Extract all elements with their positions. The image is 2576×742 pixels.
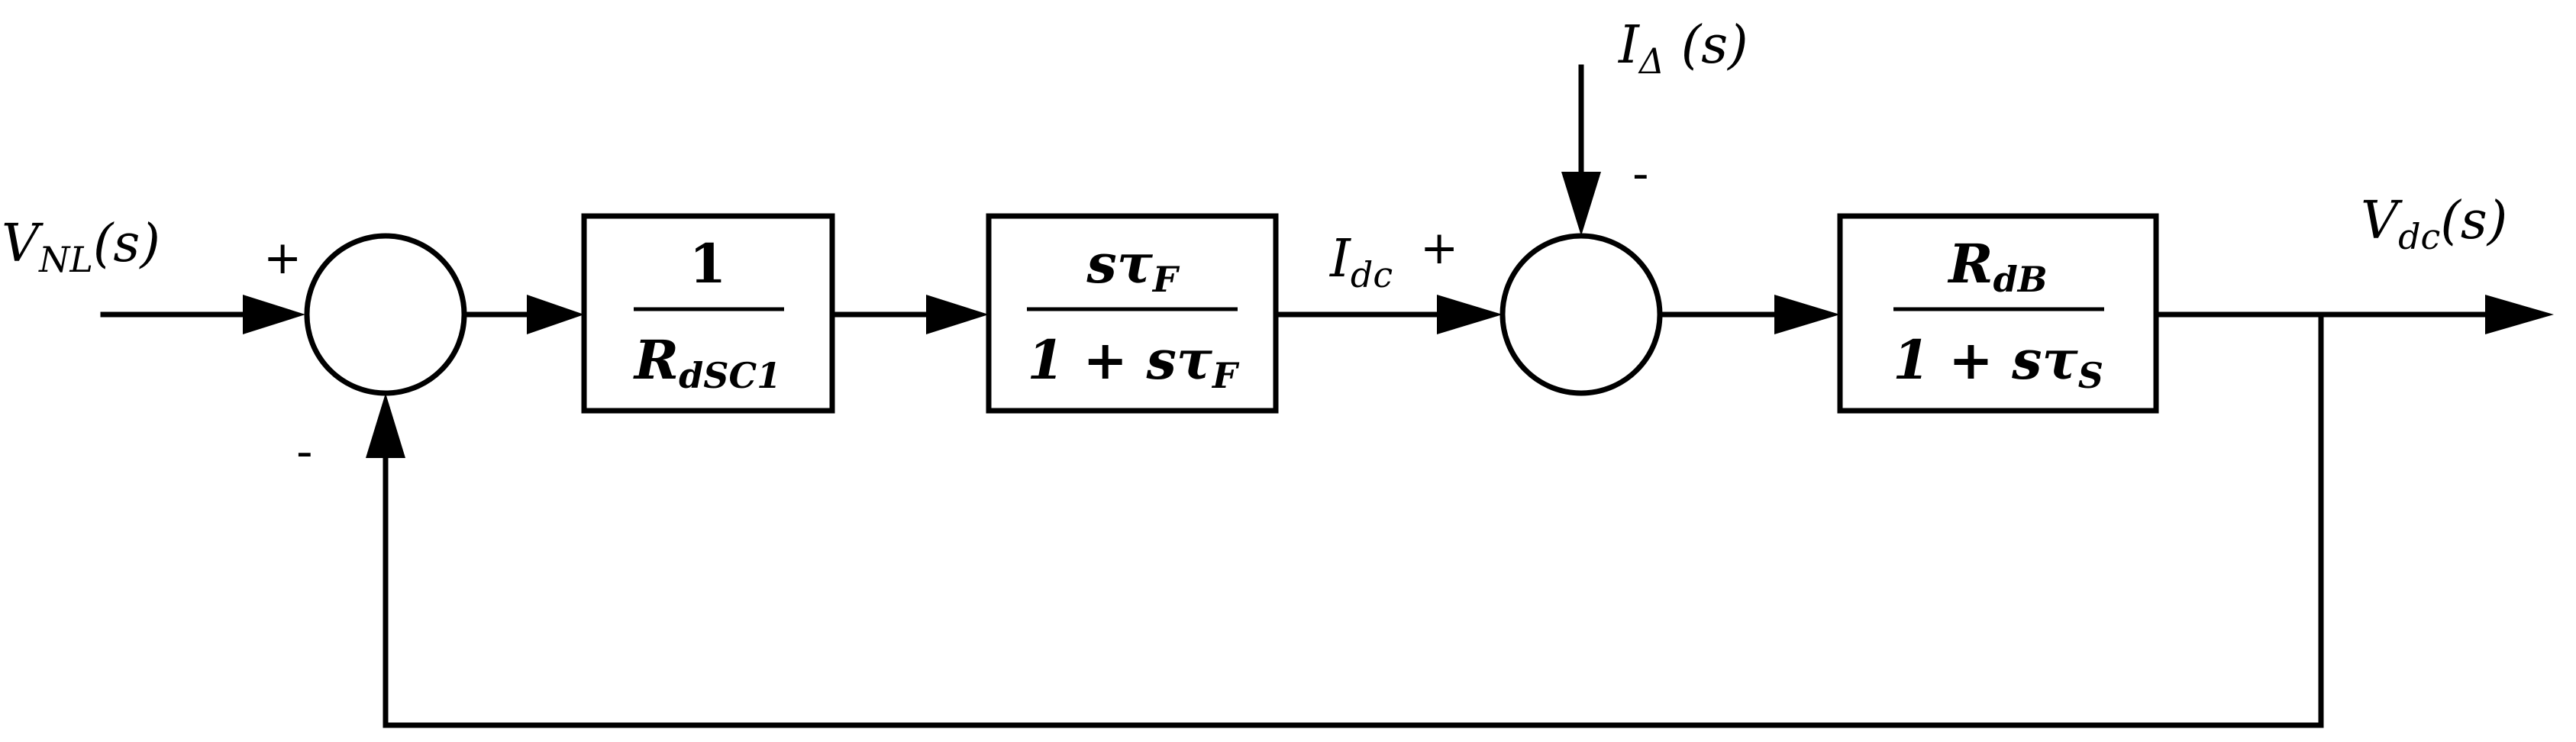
output-signal-label: Vdc(s) [2361, 191, 2507, 257]
gain1-to-filter-arrow [926, 295, 989, 334]
feedback-path [383, 311, 2324, 728]
plant-denominator: 1 + sτS [1893, 328, 2103, 396]
filter-to-sum2-arrow [1437, 295, 1503, 334]
summing-junction-1 [304, 233, 467, 396]
summing-junction-2 [1499, 233, 1663, 396]
sum2-to-plant-arrow [1774, 295, 1840, 334]
sum1-to-gain1-arrow [527, 295, 584, 334]
sum2-minus-sign: - [1632, 147, 1649, 201]
sum1-minus-sign: - [296, 425, 313, 479]
sum2-plus-sign: + [1420, 221, 1458, 275]
input-arrow [243, 295, 305, 334]
gain1-denominator: RdSC1 [633, 328, 781, 396]
feedback-arrow [366, 393, 405, 458]
sum1-plus-sign: + [263, 231, 302, 285]
filter-numerator: sτF [1086, 232, 1180, 300]
disturbance-signal-label: IΔ (s) [1617, 15, 1748, 82]
output-arrow [2485, 295, 2554, 334]
plant-numerator: RdB [1947, 232, 2047, 300]
disturbance-arrow [1561, 172, 1601, 236]
filter-denominator: 1 + sτF [1027, 328, 1240, 396]
input-signal-label: VNL(s) [2, 214, 160, 280]
intermediate-signal-label: Idc [1328, 229, 1393, 295]
gain1-numerator: 1 [689, 232, 727, 295]
filter-block [986, 213, 1279, 414]
